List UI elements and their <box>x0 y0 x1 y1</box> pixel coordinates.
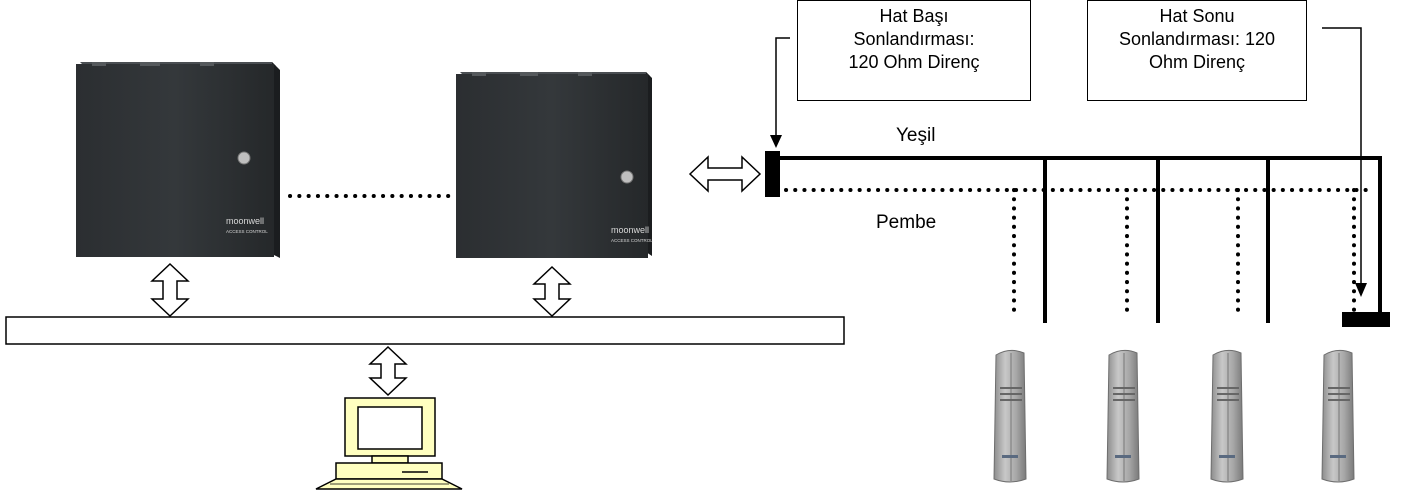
access-panel-1: moonwell ACCESS CONTROL <box>76 62 280 258</box>
line-end-terminator <box>1342 312 1390 327</box>
panel-2-brand-sub: ACCESS CONTROL <box>611 238 653 243</box>
start-pointer-head <box>770 135 782 148</box>
callout-start-line-1: Hat Başı <box>879 6 949 26</box>
panel-2-bus-arrow <box>532 265 572 318</box>
callout-start-line-3: 120 Ohm Direnç <box>848 52 980 72</box>
green-wire-label: Yeşil <box>896 125 936 146</box>
end-pointer-head <box>1355 283 1367 297</box>
card-reader-1 <box>993 349 1027 483</box>
line-start-terminator <box>765 151 780 197</box>
computer-icon <box>315 397 463 490</box>
panel-1-bus-arrow <box>150 262 190 318</box>
panel-2-brand: moonwell <box>611 225 649 235</box>
panel-line-arrow <box>688 155 762 193</box>
callout-start-line-2: Sonlandırması: <box>853 29 975 49</box>
callout-end-line-3: Ohm Direnç <box>1148 52 1246 72</box>
access-panel-2: moonwell ACCESS CONTROL <box>456 72 653 258</box>
network-bus <box>5 316 845 345</box>
callout-end-line-1: Hat Sonu <box>1159 6 1235 26</box>
panel-1-brand-sub: ACCESS CONTROL <box>226 229 268 234</box>
line-start-termination-callout: Hat Başı Sonlandırması: 120 Ohm Direnç <box>797 0 1031 101</box>
start-callout-pointer <box>775 37 790 138</box>
panel-1-brand: moonwell <box>226 216 264 226</box>
line-end-termination-callout: Hat Sonu Sonlandırması: 120 Ohm Direnç <box>1087 0 1307 101</box>
card-reader-3 <box>1210 349 1244 483</box>
card-reader-4 <box>1321 349 1355 483</box>
card-readers <box>993 349 1355 483</box>
callout-end-line-2: Sonlandırması: 120 <box>1118 29 1276 49</box>
pink-wire-label: Pembe <box>876 212 937 233</box>
card-reader-2 <box>1106 349 1140 483</box>
computer-bus-arrow <box>368 345 408 397</box>
end-callout-pointer <box>1322 27 1362 286</box>
